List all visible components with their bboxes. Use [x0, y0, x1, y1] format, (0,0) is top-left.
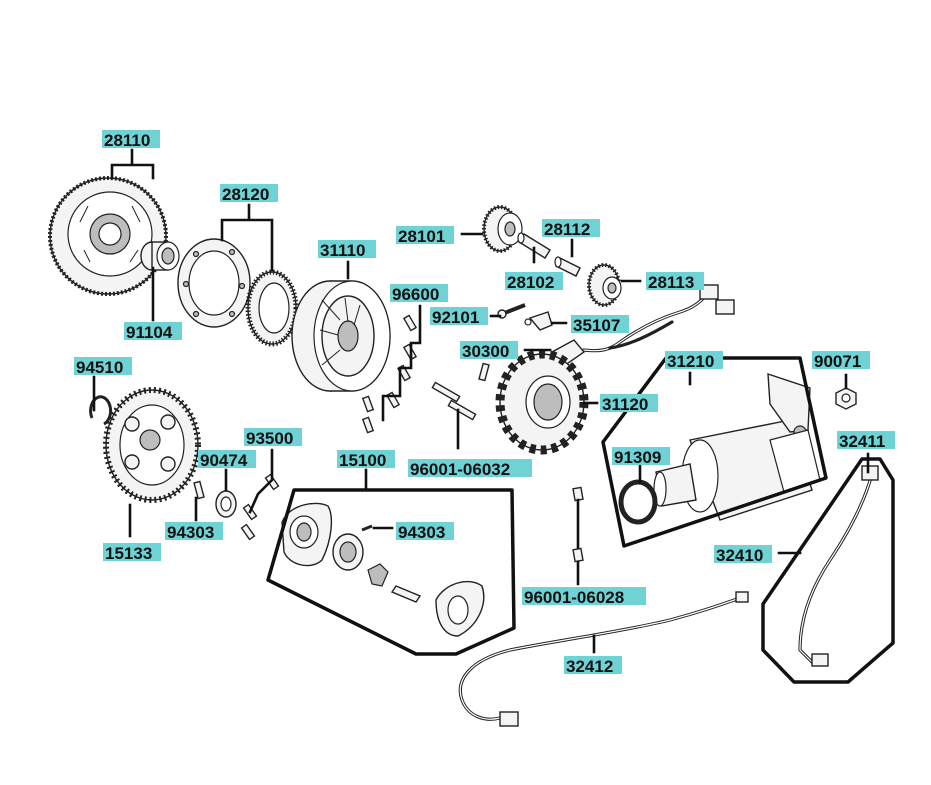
flywheel-31110 [291, 280, 391, 392]
label-90071: 90071 [812, 351, 870, 371]
label-91104: 91104 [124, 322, 182, 342]
svg-text:96001-06028: 96001-06028 [524, 588, 624, 607]
svg-text:31210: 31210 [667, 352, 714, 371]
one-way-clutch-28120 [245, 269, 299, 347]
oil-pump-15100-parts [281, 502, 485, 637]
label-31120: 31120 [600, 394, 658, 414]
svg-text:31110: 31110 [320, 241, 365, 260]
cable-32410 [798, 465, 879, 667]
svg-text:96001-06032: 96001-06032 [410, 460, 510, 479]
label-31110: 31110 [318, 240, 376, 260]
svg-text:15133: 15133 [105, 544, 152, 563]
svg-text:92101: 92101 [432, 308, 479, 327]
label-92101: 92101 [430, 307, 488, 327]
leader-lines [92, 148, 870, 654]
shaft-28102 [517, 232, 551, 259]
svg-text:32412: 32412 [566, 657, 613, 676]
svg-text:32411: 32411 [839, 432, 885, 451]
svg-text:28113: 28113 [648, 273, 694, 292]
stator-31120 [495, 349, 589, 455]
svg-text:94303: 94303 [398, 523, 445, 542]
needle-bearing-91104 [140, 241, 180, 271]
svg-text:90071: 90071 [814, 352, 861, 371]
label-94303-b: 94303 [396, 522, 454, 542]
svg-text:31120: 31120 [602, 395, 648, 414]
clutch-plate-28120 [177, 238, 251, 328]
label-15133: 15133 [103, 543, 161, 563]
nut-90071 [835, 387, 857, 410]
svg-text:90474: 90474 [200, 451, 248, 470]
group-box-31210 [601, 356, 828, 548]
label-35107: 35107 [571, 315, 629, 335]
cable-32412 [458, 591, 749, 727]
label-30300: 30300 [460, 341, 518, 361]
svg-text:96600: 96600 [392, 285, 439, 304]
label-91309: 91309 [612, 447, 670, 467]
label-90474: 90474 [198, 450, 256, 470]
svg-text:35107: 35107 [573, 316, 620, 335]
svg-text:32410: 32410 [716, 546, 763, 565]
screws-93500 [240, 473, 280, 541]
label-28110: 28110 [102, 130, 160, 150]
svg-text:28120: 28120 [222, 185, 269, 204]
label-28113: 28113 [646, 272, 704, 292]
pin-94303 [193, 480, 205, 500]
svg-text:28102: 28102 [507, 273, 554, 292]
label-94510: 94510 [74, 357, 132, 377]
starter-gear-28110 [48, 176, 168, 296]
group-box-15100 [266, 488, 516, 656]
label-32410: 32410 [714, 545, 772, 565]
svg-text:91309: 91309 [614, 448, 661, 467]
svg-text:28101: 28101 [398, 227, 445, 246]
clamp-35107 [524, 311, 553, 331]
svg-text:91104: 91104 [126, 323, 173, 342]
bolts-96001-06032 [431, 362, 490, 421]
label-28102: 28102 [505, 272, 563, 292]
o-ring-91309 [618, 479, 658, 525]
label-93500: 93500 [244, 428, 302, 448]
svg-text:28110: 28110 [104, 131, 150, 150]
label-96001-06028: 96001-06028 [522, 587, 646, 607]
gear-28113 [587, 263, 622, 307]
label-32412: 32412 [564, 656, 622, 676]
label-31210: 31210 [665, 351, 723, 371]
svg-text:93500: 93500 [246, 429, 293, 448]
label-28112: 28112 [542, 219, 600, 239]
starter-motor-31210 [653, 373, 821, 521]
svg-text:94303: 94303 [167, 523, 214, 542]
label-96001-06032: 96001-06032 [408, 459, 532, 479]
label-94303-a: 94303 [165, 522, 223, 542]
part-labels: 28110 91104 28120 31110 96600 28101 2811… [74, 130, 895, 676]
label-28101: 28101 [396, 226, 454, 246]
bolts-96001-06028 [572, 486, 584, 563]
svg-text:28112: 28112 [544, 220, 590, 239]
svg-text:15100: 15100 [339, 451, 386, 470]
washer-90474 [215, 490, 237, 518]
shaft-28112 [554, 256, 581, 277]
driven-gear-15133 [103, 387, 201, 503]
label-15100: 15100 [337, 450, 395, 470]
svg-text:94510: 94510 [76, 358, 123, 377]
pulser-coil-30300 [550, 284, 735, 367]
label-32411: 32411 [837, 431, 895, 451]
reduction-gear-28101 [482, 205, 523, 253]
label-28120: 28120 [220, 184, 278, 204]
bolt-92101 [497, 303, 526, 319]
svg-text:30300: 30300 [462, 342, 509, 361]
label-96600: 96600 [390, 284, 448, 304]
